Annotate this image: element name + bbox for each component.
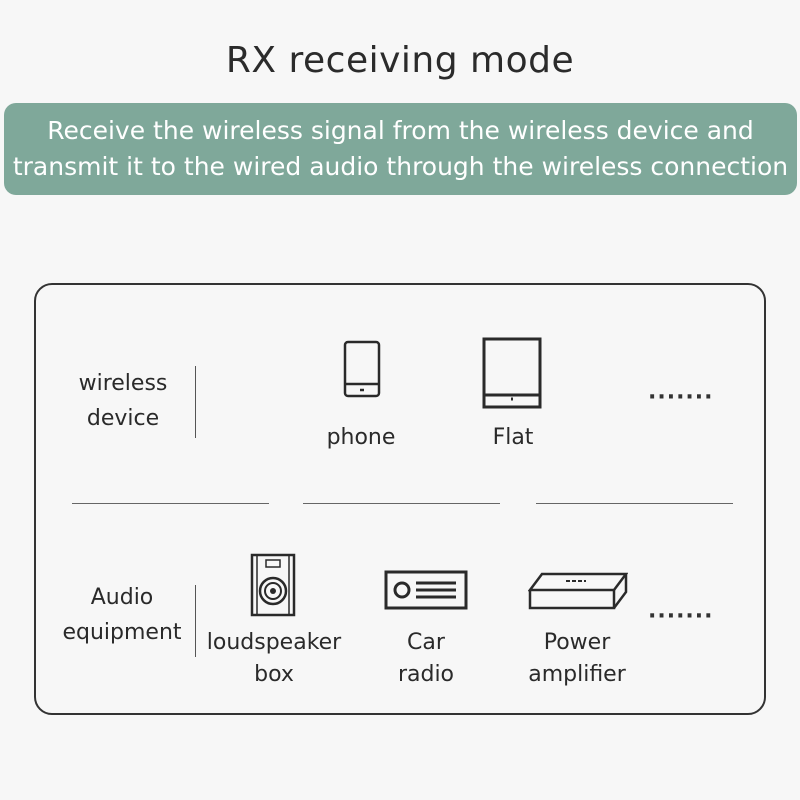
wireless-device-label: wireless device bbox=[62, 366, 184, 436]
audio-more-indicator: ······· bbox=[648, 604, 714, 629]
loudspeaker-box-label: loudspeaker box bbox=[200, 627, 348, 691]
power-amplifier-label-line-2: amplifier bbox=[528, 662, 626, 687]
separator-right bbox=[536, 503, 733, 504]
separator-left bbox=[72, 503, 269, 504]
wireless-label-line-1: wireless bbox=[78, 371, 168, 396]
speaker-icon bbox=[250, 553, 296, 617]
loudspeaker-label-line-1: loudspeaker bbox=[206, 630, 342, 655]
tablet-icon bbox=[482, 337, 542, 409]
flat-label: Flat bbox=[492, 425, 534, 450]
page-title: RX receiving mode bbox=[225, 40, 575, 81]
device-panel bbox=[34, 283, 766, 715]
phone-label: phone bbox=[326, 425, 396, 450]
banner-line-1: Receive the wireless signal from the wir… bbox=[47, 116, 754, 145]
audio-row-divider bbox=[195, 585, 196, 657]
separator-middle bbox=[303, 503, 500, 504]
power-amplifier-label: Power amplifier bbox=[517, 627, 637, 691]
audio-label-line-2: equipment bbox=[62, 620, 182, 645]
power-amplifier-label-line-1: Power bbox=[543, 630, 611, 655]
car-radio-label-line-1: Car bbox=[407, 630, 445, 655]
wireless-label-line-2: device bbox=[86, 406, 160, 431]
car-radio-icon bbox=[384, 570, 468, 610]
loudspeaker-label-line-2: box bbox=[254, 662, 294, 687]
wireless-row-divider bbox=[195, 366, 196, 438]
banner-line-2: transmit it to the wired audio through t… bbox=[12, 152, 789, 181]
car-radio-label: Car radio bbox=[376, 627, 476, 691]
car-radio-label-line-2: radio bbox=[397, 662, 455, 687]
amplifier-icon bbox=[528, 572, 628, 610]
phone-icon bbox=[343, 340, 381, 398]
wireless-more-indicator: ······· bbox=[648, 385, 714, 410]
audio-equipment-label: Audio equipment bbox=[56, 580, 188, 650]
audio-label-line-1: Audio bbox=[90, 585, 154, 610]
mode-description-banner: Receive the wireless signal from the wir… bbox=[4, 103, 797, 195]
